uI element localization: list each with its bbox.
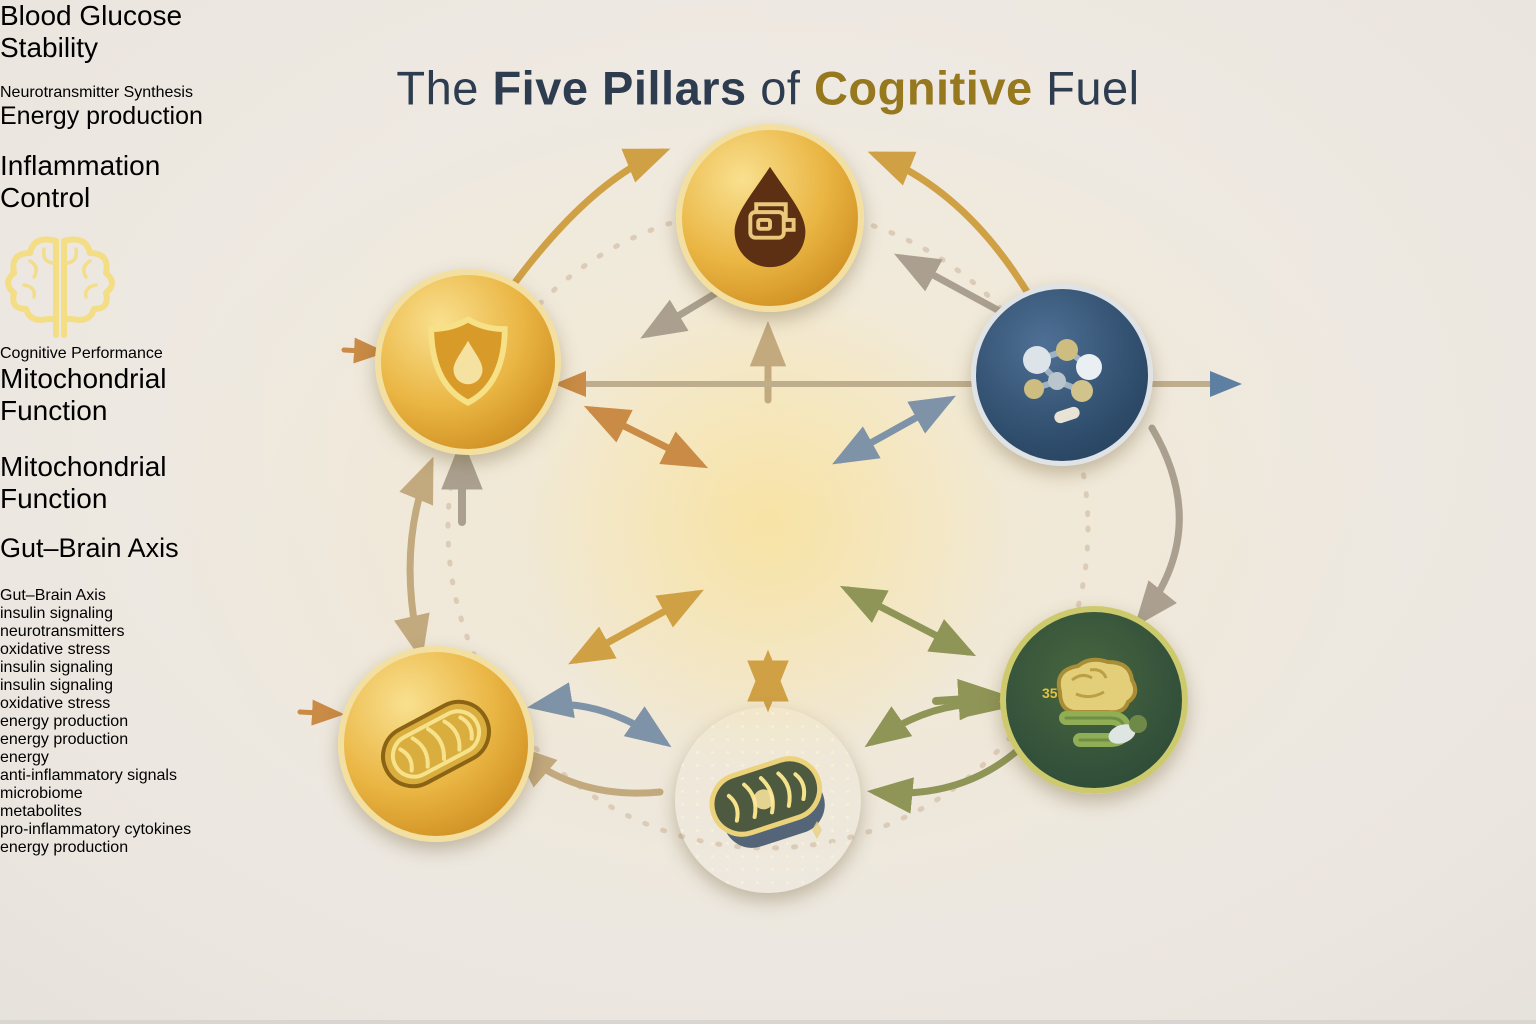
mitochondrion-gold-icon: [381, 699, 491, 789]
title-five-pillars: Five Pillars: [492, 61, 747, 115]
blood-drop-glucometer-icon: [734, 166, 806, 268]
label-oxidative-stress-left: oxidative stress: [0, 641, 111, 658]
energy-production-box-text: Energy production: [0, 102, 203, 130]
blood-glucose-circle: [676, 124, 864, 312]
gut-brain-title: Gut–Brain Axis: [0, 587, 1536, 605]
gut-brain-title-text: Gut–Brain Axis: [0, 587, 106, 604]
label-energy-production-bottom-left: energy production: [0, 839, 129, 856]
label-energy-production-left: energy production: [0, 713, 129, 730]
neurotransmitter-circle: [971, 284, 1153, 466]
label-insulin-signaling-top: insulin signaling: [0, 605, 113, 622]
blood-glucose-label: Blood Glucose Stability: [0, 0, 224, 84]
outer-ring-arcs: [394, 148, 1183, 814]
inflammation-label: Inflammation Control: [0, 150, 218, 230]
gut-brain-circle: 35: [1000, 606, 1188, 794]
mitochondria-bottom-circle: [675, 707, 861, 893]
molecule-icon: [1023, 339, 1102, 424]
mitochondria-left-label-text: Mitochondrial Function: [0, 363, 167, 426]
cognitive-performance-hub: Cognitive Performance: [0, 230, 1536, 363]
horizontal-arrowhead-right: [1210, 371, 1242, 397]
cognitive-performance-text: Cognitive Performance: [0, 345, 163, 362]
label-insulin-signaling-mid-left: insulin signaling: [0, 677, 113, 694]
label-neurotransmitters: neurotransmitters: [0, 623, 125, 640]
mitochondria-bottom-label-text: Mitochondrial Function: [0, 451, 167, 514]
svg-text:35: 35: [1042, 685, 1058, 701]
title-fuel: Fuel: [1032, 61, 1140, 115]
gut-brain-box: Gut–Brain Axis: [0, 533, 232, 587]
label-microbiome-metabolites: microbiome metabolites: [0, 785, 83, 820]
label-insulin-signaling-center: insulin signaling: [0, 659, 113, 676]
inflammation-label-text: Inflammation Control: [0, 150, 161, 213]
neurotransmitter-title-text: Neurotransmitter Synthesis: [0, 84, 193, 101]
gut-brain-icon: 35: [1042, 657, 1147, 747]
inflammation-circle: [375, 269, 561, 455]
horizontal-arrowhead-left: [554, 371, 586, 397]
title-the: The: [396, 61, 493, 115]
label-pro-inflammatory-cytokines: pro-inflammatory cytokines: [0, 821, 192, 838]
annotation-arrows: [297, 337, 1011, 726]
title-of: of: [746, 61, 814, 115]
title-cognitive: Cognitive: [813, 61, 1033, 115]
label-energy: energy: [0, 749, 49, 766]
gut-brain-box-text: Gut–Brain Axis: [0, 533, 179, 563]
dashed-ring: [445, 205, 1091, 851]
page-title: The Five Pillars of Cognitive Fuel: [396, 61, 1139, 116]
mitochondria-left-circle: [338, 646, 534, 842]
mitochondria-bottom-label: Mitochondrial Function: [0, 451, 250, 533]
label-oxidative-stress-mid: oxidative stress: [0, 695, 111, 712]
label-energy-production-center: energy production: [0, 731, 129, 748]
blood-glucose-label-text: Blood Glucose Stability: [0, 0, 183, 63]
mitochondria-left-label: Mitochondrial Function: [0, 363, 240, 451]
brain-icon: [5, 236, 115, 338]
neurotransmitter-title: Neurotransmitter Synthesis: [0, 84, 290, 102]
mitochondrion-dark-icon: [709, 756, 825, 848]
label-anti-inflammatory-signals: anti-inflammatory signals: [0, 767, 177, 784]
shield-flame-icon: [428, 316, 508, 406]
energy-production-box: Energy production: [0, 102, 248, 150]
cognitive-performance-label: Cognitive Performance: [0, 345, 1536, 363]
